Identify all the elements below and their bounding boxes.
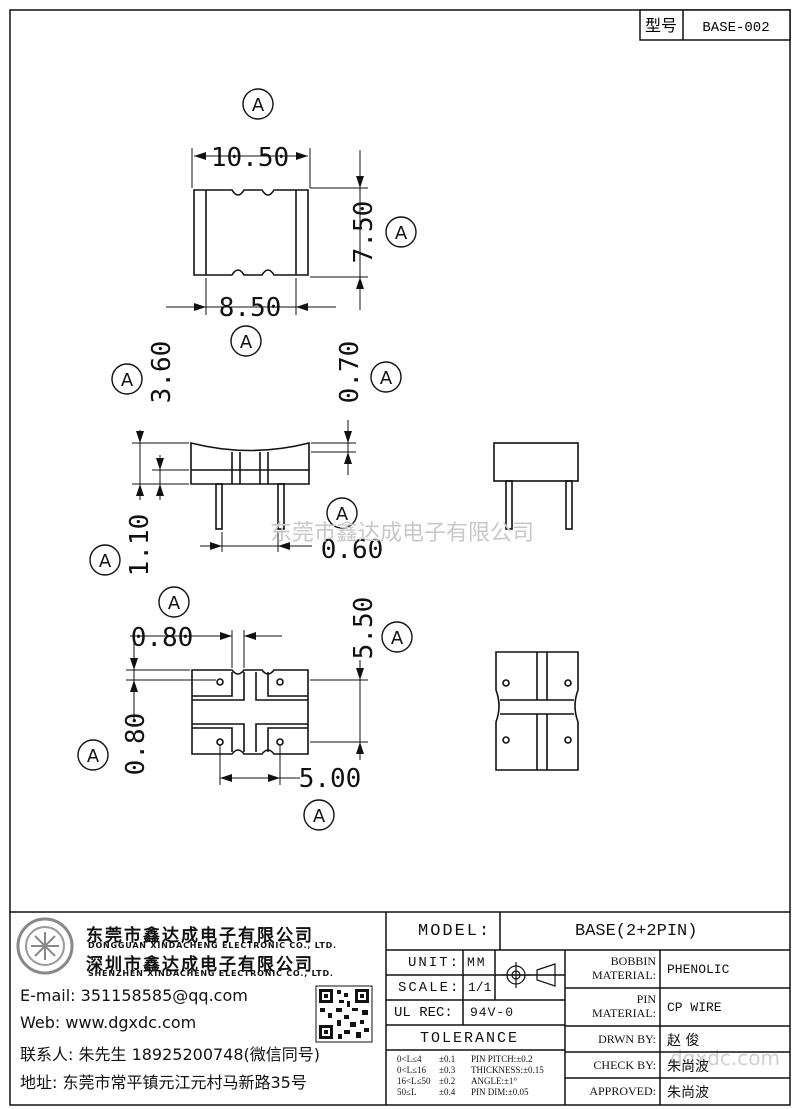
check-by-value: 朱尚波: [667, 1059, 709, 1075]
bottom-end-view: [495, 651, 579, 771]
company-web: Web: www.dgxdc.com: [20, 1013, 197, 1032]
tolerance-row: 0<L≤4 ±0.1 PIN PITCH:±0.2: [397, 1054, 533, 1064]
dim-bottom-slot: 0.80: [131, 623, 194, 653]
datum-label: A: [121, 370, 134, 391]
ulrec-value: 94V-0: [470, 1005, 515, 1020]
approved-label: APPROVED:: [589, 1084, 656, 1098]
dim-top-width: 10.50: [211, 143, 289, 173]
sheet-border: [9, 9, 791, 1106]
bobbin-material-value: PHENOLIC: [667, 962, 730, 977]
company-name-dg: 东莞市鑫达成电子有限公司: [86, 926, 314, 946]
tolerance-label: TOLERANCE: [420, 1030, 520, 1047]
dim-side-total: 3.60: [147, 341, 177, 404]
model-value: BASE(2+2PIN): [575, 922, 698, 941]
company-email: E-mail: 351158585@qq.com: [20, 986, 248, 1005]
scale-value: 1/1: [468, 980, 492, 995]
company-name-dg-en: DONGGUAN XINDACHENG ELECTRONIC CO., LTD.: [88, 941, 337, 950]
qr-code-icon: [315, 985, 373, 1043]
dim-side-mid: 1.10: [125, 514, 155, 577]
projection-symbol-icon: [502, 962, 556, 988]
dim-bottom-side: 0.80: [121, 713, 151, 776]
datum-label: A: [313, 806, 326, 827]
bottom-view: [191, 669, 309, 755]
unit-value: MM: [467, 955, 487, 970]
side-view: [190, 441, 310, 530]
approved-value: 朱尚波: [667, 1085, 709, 1101]
dim-top-inner: 8.50: [219, 293, 282, 323]
datum-label: A: [336, 504, 349, 525]
check-by-label: CHECK BY:: [593, 1058, 656, 1072]
tolerance-table: 0<L≤4 ±0.1 PIN PITCH:±0.2 0<L≤16 ±0.3 TH…: [397, 1054, 544, 1098]
dim-side-pin: 0.60: [321, 535, 384, 565]
end-view: [493, 442, 579, 530]
model-tag-box: [639, 9, 791, 41]
datum-label: A: [391, 628, 404, 649]
dim-side-thin: 0.70: [335, 341, 365, 404]
scale-label: SCALE:: [398, 980, 461, 996]
datum-label: A: [252, 95, 265, 116]
tolerance-row: 50≤L ±0.4 PIN DIM:±0.05: [397, 1087, 529, 1097]
company-name-sz-en: SHENZHEN XINDACHENG ELECTRONIC CO., LTD.: [88, 969, 334, 978]
company-logo-icon: [16, 917, 74, 975]
top-view: [193, 189, 309, 276]
dim-bottom-height: 5.50: [349, 597, 379, 660]
company-contact: 联系人: 朱先生 18925200748(微信同号): [20, 1045, 321, 1064]
datum-label: A: [380, 368, 393, 389]
ulrec-label: UL REC:: [394, 1005, 453, 1021]
company-address: 地址: 东莞市常平镇元江元村马新路35号: [20, 1073, 307, 1092]
watermark-url: dgxdc.com: [670, 1046, 780, 1070]
datum-label: A: [87, 746, 100, 767]
datum-label: A: [168, 593, 181, 614]
model-tag-value: BASE-002: [702, 20, 769, 36]
dim-top-height: 7.50: [349, 201, 379, 264]
watermark-text: 东莞市鑫达成电子有限公司: [270, 521, 534, 546]
tolerance-row: 16<L≤50 ±0.2 ANGLE:±1°: [397, 1076, 518, 1086]
pin-material-label: PIN MATERIAL:: [592, 992, 656, 1020]
drawn-by-label: DRWN BY:: [598, 1032, 656, 1046]
unit-label: UNIT:: [408, 955, 461, 971]
model-label: MODEL:: [418, 922, 492, 941]
model-tag-label: 型号: [645, 16, 677, 35]
drawn-by-value: 赵 俊: [667, 1033, 700, 1049]
bobbin-material-label: BOBBIN MATERIAL:: [592, 954, 656, 982]
pin-material-value: CP WIRE: [667, 1000, 722, 1015]
dim-bottom-pitch: 5.00: [299, 764, 362, 794]
title-block-grid: [10, 911, 790, 1105]
datum-label: A: [99, 551, 112, 572]
tolerance-row: 0<L≤16 ±0.3 THICKNESS:±0.15: [397, 1065, 544, 1075]
datum-label: A: [240, 332, 253, 353]
dimension-arrows: [130, 152, 364, 782]
datum-label: A: [395, 223, 408, 244]
company-name-sz: 深圳市鑫达成电子有限公司: [86, 955, 314, 975]
